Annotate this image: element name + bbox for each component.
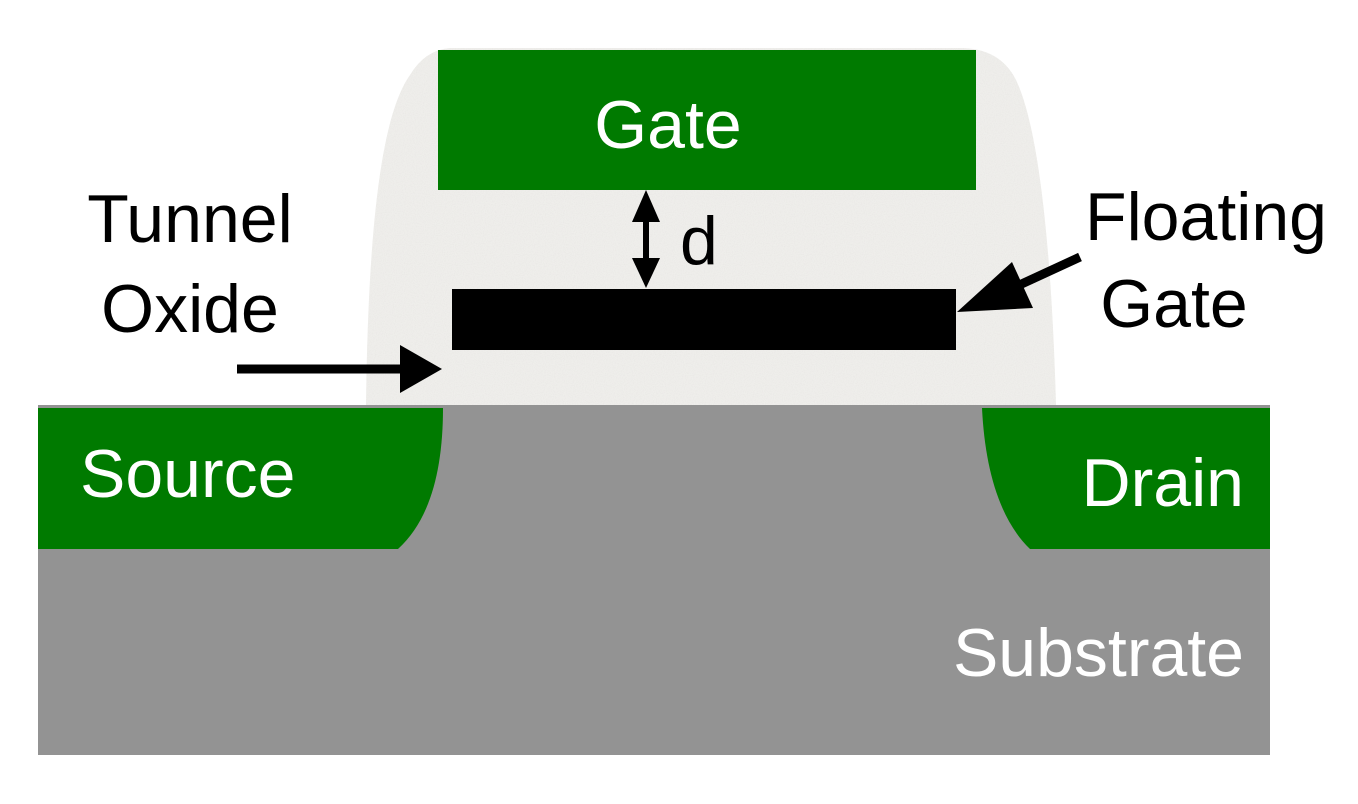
floating-gate xyxy=(452,289,956,350)
source-label: Source xyxy=(80,436,295,512)
drain-label: Drain xyxy=(1082,445,1245,521)
drain-region xyxy=(982,408,1270,549)
d-dimension-arrow xyxy=(632,190,660,288)
floating-gate-arrow xyxy=(957,252,1082,312)
control-gate xyxy=(438,50,976,190)
source-region xyxy=(38,408,443,549)
substrate-label: Substrate xyxy=(953,615,1244,691)
floating-gate-label-line2: Gate xyxy=(1100,266,1247,342)
tunnel-oxide-label-line2: Oxide xyxy=(101,271,279,347)
tunnel-oxide-arrow xyxy=(237,345,442,393)
floating-gate-label-line1: Floating xyxy=(1085,179,1327,255)
d-label: d xyxy=(680,203,718,279)
gate-label: Gate xyxy=(594,87,741,163)
tunnel-oxide-label-line1: Tunnel xyxy=(87,181,292,257)
